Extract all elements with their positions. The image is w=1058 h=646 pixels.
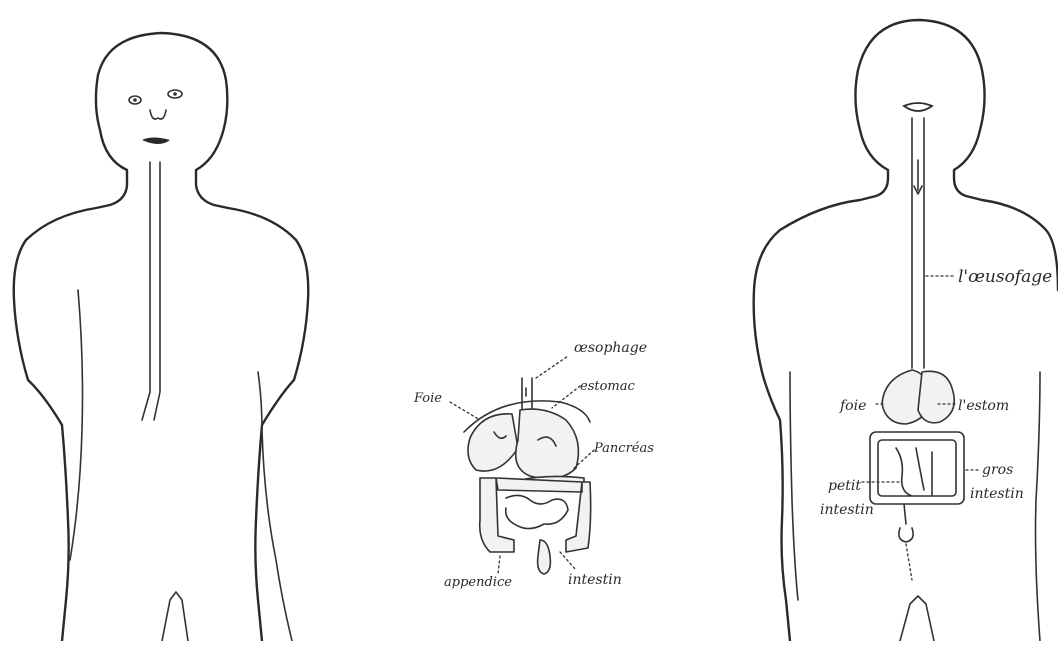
center-stomach: [516, 409, 579, 479]
right-mouth-icon: [904, 103, 932, 111]
center-small-intestine: [506, 495, 568, 528]
right-leg-inner-line: [900, 596, 934, 641]
right-label-stomach: l'estom: [958, 398, 1009, 414]
right-label-liver: foie: [839, 398, 866, 414]
right-stomach: [918, 371, 954, 422]
right-body-outline: [754, 20, 1058, 641]
right-label-small-intestine-2: intestin: [820, 502, 874, 518]
right-arm-inner-line-right: [1036, 372, 1041, 641]
center-appendix: [538, 540, 551, 574]
right-large-intestine: [870, 432, 964, 504]
right-small-intestine: [896, 448, 932, 496]
center-label-oesophagus: œsophage: [574, 340, 647, 356]
left-arm-inner-line-left: [70, 290, 83, 560]
nose-icon: [150, 110, 166, 119]
mouth-icon: [142, 138, 170, 145]
right-rectum: [899, 504, 913, 542]
right-label-large-intestine-2: intestin: [970, 486, 1024, 502]
center-label-pancreas: Pancréas: [593, 441, 654, 456]
right-arm-inner-line-left: [790, 372, 798, 600]
center-organ-diagram: œsophage estomac Foie Pancréas appendice…: [413, 340, 654, 590]
right-label-large-intestine-1: gros: [982, 462, 1013, 478]
left-body-outline: [14, 33, 309, 641]
center-label-liver: Foie: [413, 391, 442, 406]
right-label-oesophagus: l'œusofage: [958, 267, 1052, 287]
center-large-intestine: [480, 478, 591, 552]
center-label-appendix: appendice: [444, 575, 512, 590]
left-body-figure: [14, 33, 309, 641]
right-body-figure: l'œusofage foie l'estom gros intestin pe…: [754, 20, 1058, 641]
center-oesophagus: [522, 378, 532, 410]
left-oesophagus-tube: [142, 162, 160, 420]
right-label-small-intestine-1: petit: [828, 478, 861, 494]
right-oesophagus-tube: [912, 118, 924, 368]
left-arm-inner-line-right: [258, 372, 292, 641]
left-leg-inner-line: [162, 592, 188, 641]
center-label-intestine: intestin: [568, 572, 622, 588]
center-label-stomach: estomac: [580, 379, 635, 394]
